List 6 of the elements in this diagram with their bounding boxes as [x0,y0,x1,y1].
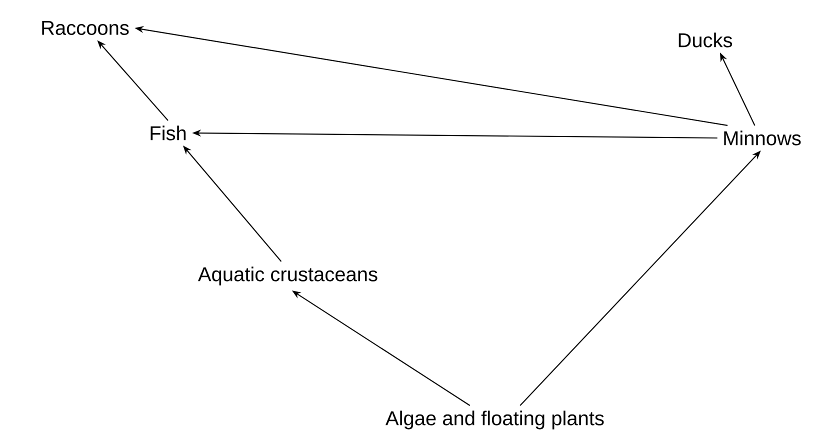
node-label: Fish [150,126,186,140]
node-label: Algae and floating plants [386,410,604,430]
node-label: Minnows [724,130,801,146]
node-label: Raccoons [42,21,129,35]
node-label: Ducks [678,32,732,48]
node-label: Aquatic crustaceans [198,266,378,286]
